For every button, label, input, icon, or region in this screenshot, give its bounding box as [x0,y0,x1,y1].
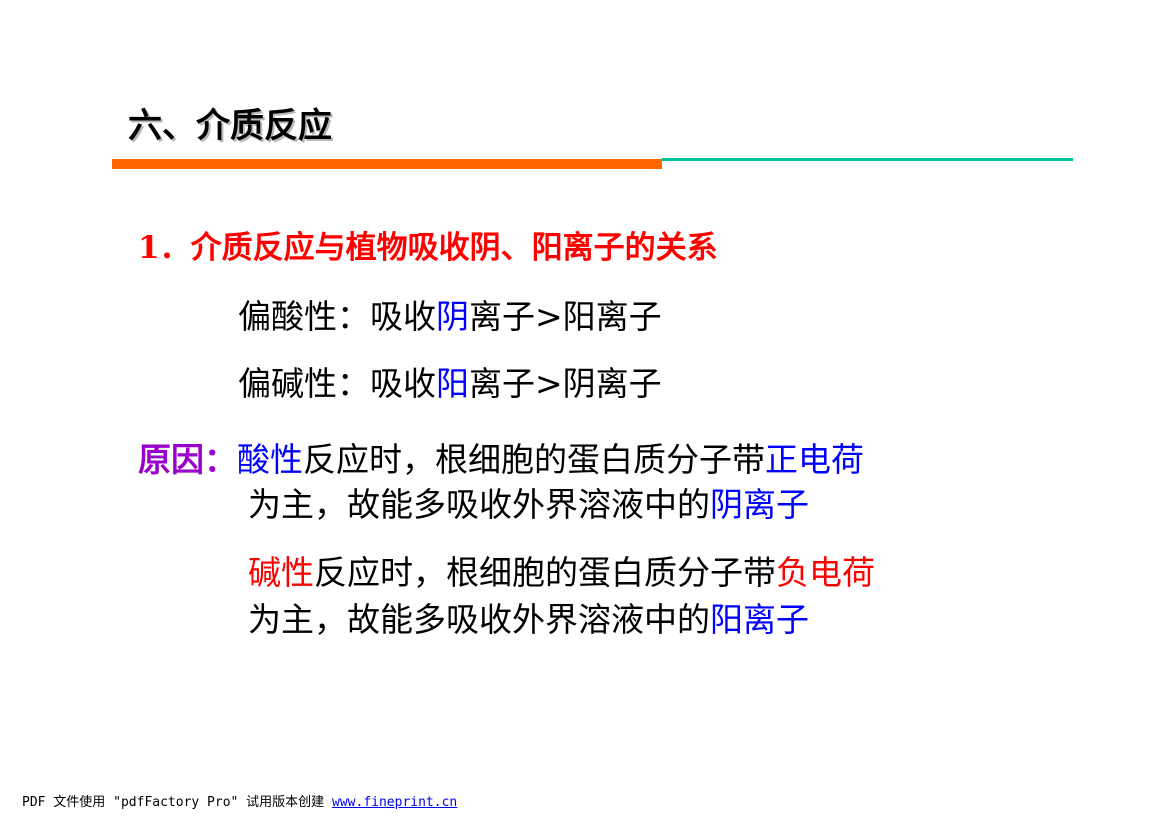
reason-base-line-2: 为主，故能多吸收外界溶液中的阳离子 [248,597,809,643]
reason-acid-middle: 反应时，根细胞的蛋白质分子带 [303,440,765,479]
footer-link[interactable]: www.fineprint.cn [332,795,458,810]
basic-highlight: 阳 [436,364,469,403]
acidic-suffix: 离子>阳离子 [469,297,662,336]
point-heading: 1．介质反应与植物吸收阴、阳离子的关系 [138,230,718,266]
title-rule-teal [662,158,1073,161]
acidic-prefix: 偏酸性：吸收 [238,297,436,336]
reason-acid-type: 酸性 [237,440,303,479]
title-rule-orange [112,159,662,169]
reason-acid-line-1: 原因：酸性反应时，根细胞的蛋白质分子带正电荷 [138,437,864,483]
basic-prefix: 偏碱性：吸收 [238,364,436,403]
reason-acid-line-2: 为主，故能多吸收外界溶液中的阴离子 [248,482,809,528]
reason-acid-ion: 阴离子 [710,485,809,524]
reason-base-type: 碱性 [248,553,314,592]
reason-label: 原因： [138,440,237,479]
basic-line: 偏碱性：吸收阳离子>阴离子 [238,361,662,407]
reason-acid-cont: 为主，故能多吸收外界溶液中的 [248,485,710,524]
basic-suffix: 离子>阴离子 [469,364,662,403]
reason-base-line-1: 碱性反应时，根细胞的蛋白质分子带负电荷 [248,550,875,596]
reason-base-charge: 负电荷 [776,553,875,592]
reason-base-cont: 为主，故能多吸收外界溶液中的 [248,600,710,639]
acidic-highlight: 阴 [436,297,469,336]
footer: PDF 文件使用 "pdfFactory Pro" 试用版本创建 www.fin… [22,794,457,812]
footer-text: PDF 文件使用 "pdfFactory Pro" 试用版本创建 [22,795,333,810]
reason-base-ion: 阳离子 [710,600,809,639]
page-title: 六、介质反应 [128,106,332,146]
acidic-line: 偏酸性：吸收阴离子>阳离子 [238,294,662,340]
reason-base-middle: 反应时，根细胞的蛋白质分子带 [314,553,776,592]
reason-acid-charge: 正电荷 [765,440,864,479]
